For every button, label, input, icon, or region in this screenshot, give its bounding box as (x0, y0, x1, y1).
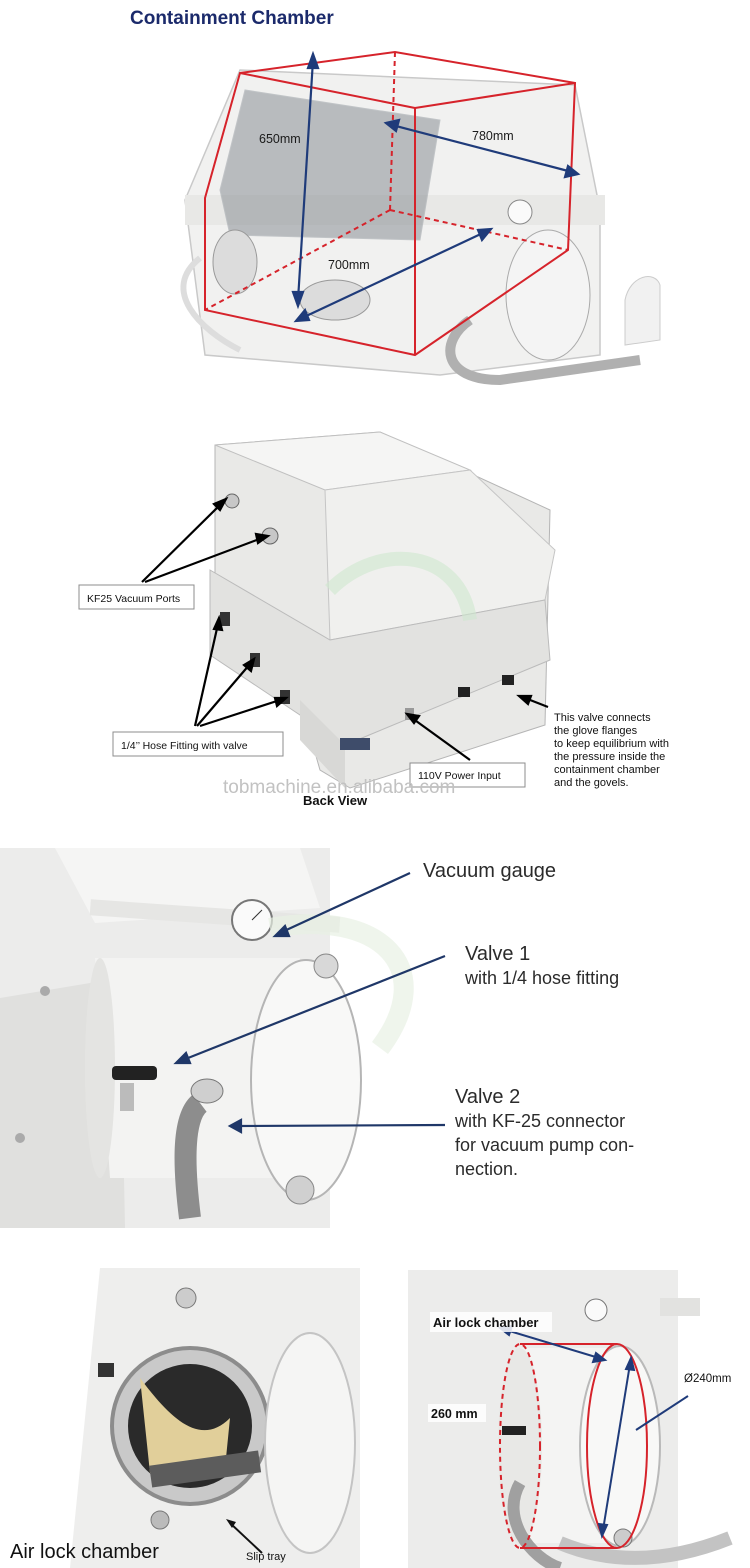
airlock-length-label: 260 mm (431, 1407, 478, 1421)
valve2-line: for vacuum pump con- (455, 1135, 634, 1155)
note-line: the glove flanges (554, 725, 638, 737)
vacuum-gauge-label: Vacuum gauge (423, 860, 556, 882)
watermark-text: tobmachine.en.alibaba.com (223, 777, 455, 798)
hose-fitting-callout: 1/4’’ Hose Fitting with valve (112, 731, 284, 757)
valve1-title: Valve 1 (465, 943, 530, 965)
hose-fitting-label: 1/4’’ Hose Fitting with valve (121, 740, 248, 752)
kf25-ports-callout: KF25 Vacuum Ports (78, 584, 195, 610)
containment-chamber-panel: Containment Chamber 650mm 780mm 700mm (0, 0, 750, 400)
airlock-dimensions-photo: Air lock chamber 260 mm Ø240mm (408, 1270, 733, 1568)
airlock-diameter-label: Ø240mm (684, 1373, 731, 1385)
height-dimension-label: 650mm (259, 132, 301, 146)
power-input-callout: 110V Power Input (409, 762, 526, 788)
valves-panel: Vacuum gauge Valve 1 with 1/4 hose fitti… (0, 848, 750, 1228)
back-view-illustration: KF25 Vacuum Ports 1/4’’ Hose Fitting wit… (78, 431, 669, 808)
valve2-title: Valve 2 (455, 1086, 520, 1108)
note-line: This valve connects (554, 712, 651, 724)
airlock-label-right: Air lock chamber (433, 1315, 539, 1330)
valve2-line: with KF-25 connector (454, 1111, 625, 1131)
page-title: Containment Chamber (130, 8, 334, 29)
airlock-caption: Air lock chamber (10, 1541, 159, 1563)
airlock-panel: Air lock chamber Slip tray (0, 1268, 750, 1568)
note-line: containment chamber (554, 764, 660, 776)
back-view-caption: Back View (303, 793, 368, 808)
valve1-description: with 1/4 hose fitting (464, 968, 619, 988)
callout-arrows (141, 496, 549, 761)
airlock-dimension-outline (499, 1343, 648, 1549)
valve2-line: nection. (455, 1159, 518, 1179)
airlock-illustration: Air lock chamber Slip tray (0, 1268, 733, 1568)
power-input-label: 110V Power Input (418, 770, 501, 782)
note-line: to keep equilibrium with (554, 738, 669, 750)
airlock-open-photo: Air lock chamber Slip tray (0, 1268, 365, 1568)
dimension-arrows (291, 50, 581, 323)
slip-tray-label: Slip tray (246, 1551, 286, 1563)
valve-note: This valve connects the glove flanges to… (554, 712, 669, 789)
valves-illustration: Vacuum gauge Valve 1 with 1/4 hose fitti… (0, 848, 634, 1228)
width-dimension-label: 700mm (328, 258, 370, 272)
depth-dimension-label: 780mm (472, 129, 514, 143)
back-view-panel: KF25 Vacuum Ports 1/4’’ Hose Fitting wit… (0, 400, 750, 825)
valve-callout-arrows (173, 872, 446, 1134)
note-line: the pressure inside the (554, 751, 665, 763)
kf25-ports-label: KF25 Vacuum Ports (87, 593, 180, 605)
containment-chamber-illustration: Containment Chamber 650mm 780mm 700mm (130, 8, 661, 386)
note-line: and the govels. (554, 777, 629, 789)
